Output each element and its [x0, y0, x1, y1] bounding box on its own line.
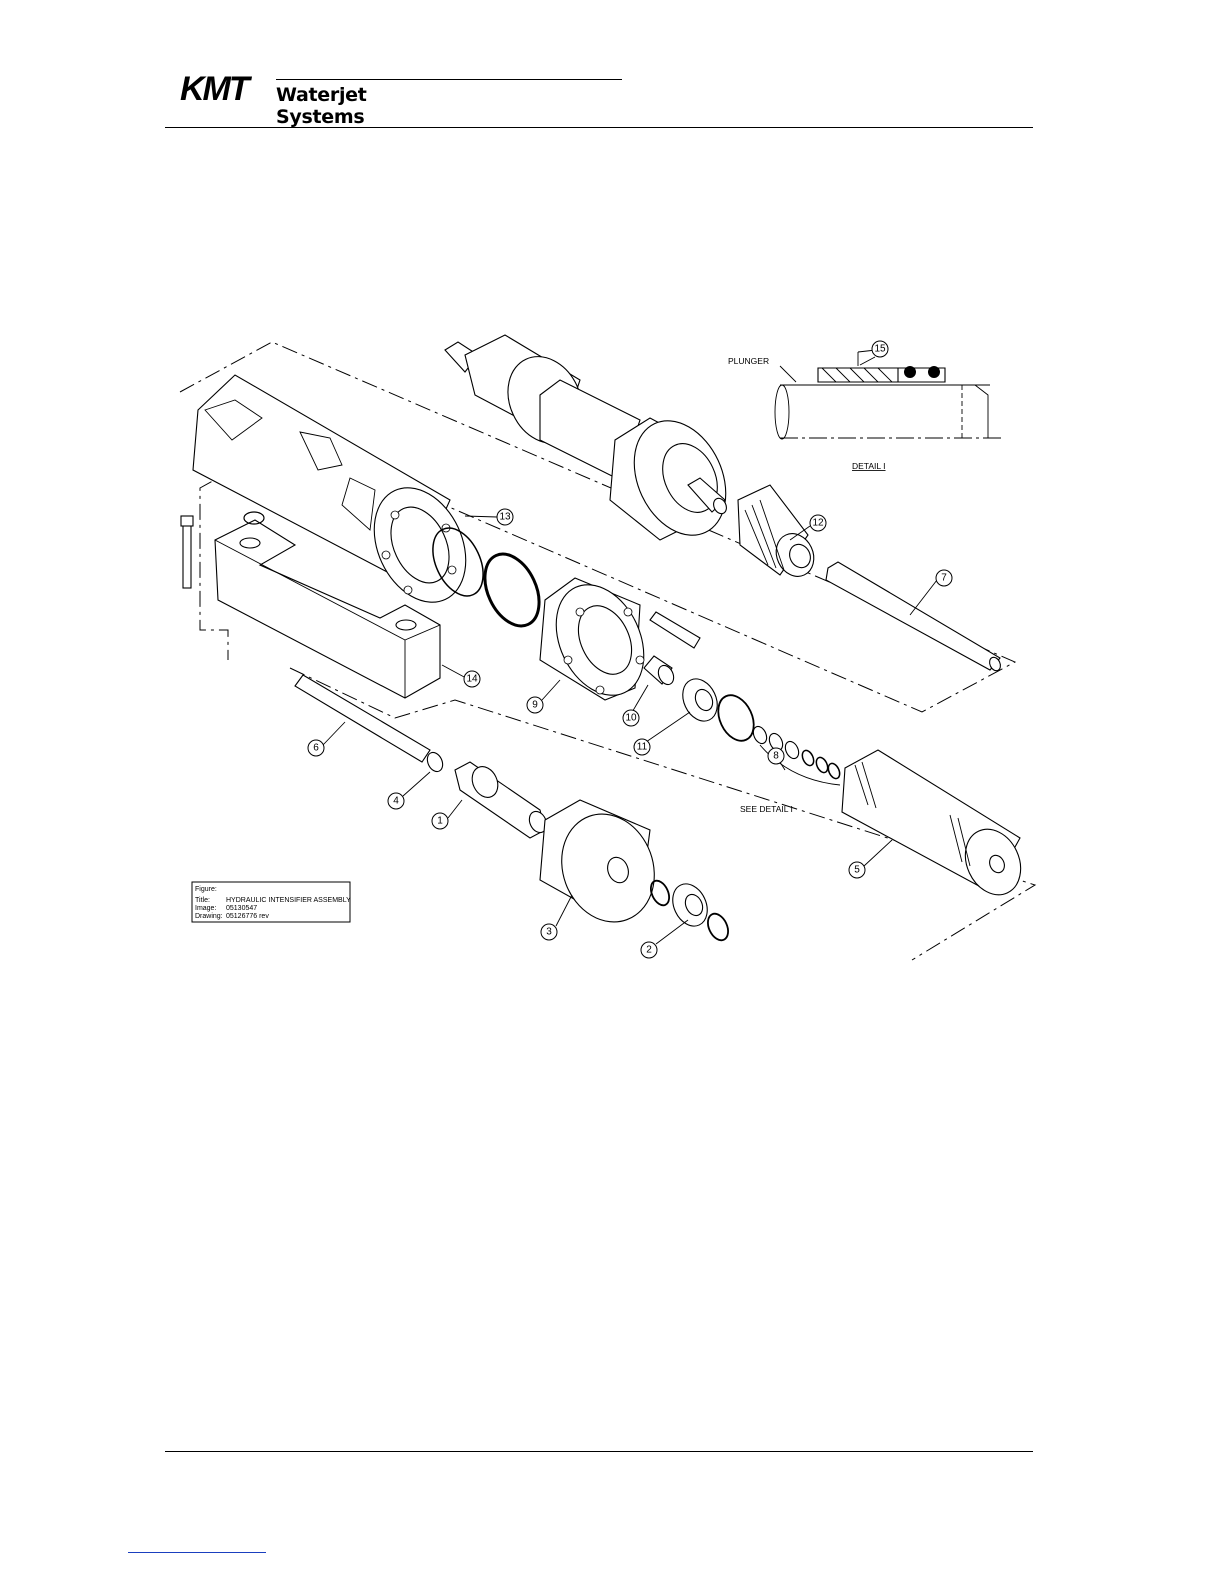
callout-6: 6	[308, 740, 324, 756]
callout-1: 1	[432, 813, 448, 829]
detail-i-drawing	[775, 350, 1005, 439]
svg-text:11: 11	[637, 742, 648, 753]
callout-12: 12	[810, 515, 826, 531]
piston-seal-part	[738, 485, 821, 583]
callout-9: 9	[527, 697, 543, 713]
callout-10: 10	[623, 710, 639, 726]
svg-text:9: 9	[532, 700, 538, 711]
svg-text:6: 6	[313, 743, 319, 754]
svg-text:7: 7	[941, 573, 947, 584]
svg-text:5: 5	[854, 865, 860, 876]
callout-4: 4	[388, 793, 404, 809]
gland-nut-part	[647, 878, 732, 944]
svg-text:4: 4	[393, 796, 399, 807]
caption-figure-label: Figure:	[195, 886, 217, 893]
callout-5: 5	[849, 862, 865, 878]
caption-image-value: 05130547	[226, 905, 257, 912]
caption-title-label: Title:	[195, 897, 210, 904]
callout-11: 11	[634, 739, 650, 755]
seal-stack-part	[751, 724, 842, 785]
svg-text:15: 15	[874, 344, 886, 355]
svg-text:13: 13	[499, 512, 511, 523]
svg-text:2: 2	[646, 945, 652, 956]
check-valve-part	[455, 762, 550, 838]
caption-title-value: HYDRAULIC INTENSIFIER ASSEMBLY	[226, 897, 351, 904]
callout-7: 7	[936, 570, 952, 586]
callout-8: 8	[768, 748, 784, 764]
seal-carrier-part	[676, 673, 760, 746]
svg-text:14: 14	[466, 674, 478, 685]
plunger-part	[826, 562, 1002, 672]
long-screw-part	[181, 516, 193, 588]
svg-text:8: 8	[773, 751, 779, 762]
end-cap-part	[540, 800, 669, 935]
see-detail-note: SEE DETAIL I	[740, 804, 793, 814]
hydraulic-piston-part	[445, 335, 743, 550]
hp-cylinder-part	[842, 750, 1031, 904]
callout-2: 2	[641, 942, 657, 958]
figure-caption-box: Figure: Title: HYDRAULIC INTENSIFIER ASS…	[192, 882, 351, 922]
detail-title: DETAIL I	[852, 461, 886, 471]
callout-3: 3	[541, 924, 557, 940]
caption-drawing-value: 05126776 rev	[226, 913, 269, 920]
sleeve-part	[644, 656, 677, 687]
callout-15: 15	[872, 341, 888, 357]
plunger-label: PLUNGER	[728, 356, 769, 366]
svg-text:10: 10	[625, 713, 637, 724]
svg-text:3: 3	[546, 927, 552, 938]
callout-13: 13	[497, 509, 513, 525]
svg-text:1: 1	[437, 816, 443, 827]
caption-drawing-label: Drawing:	[195, 913, 223, 920]
callout-14: 14	[464, 671, 480, 687]
caption-image-label: Image:	[195, 905, 216, 912]
svg-text:12: 12	[812, 518, 824, 529]
cap-screw-part	[650, 612, 700, 648]
